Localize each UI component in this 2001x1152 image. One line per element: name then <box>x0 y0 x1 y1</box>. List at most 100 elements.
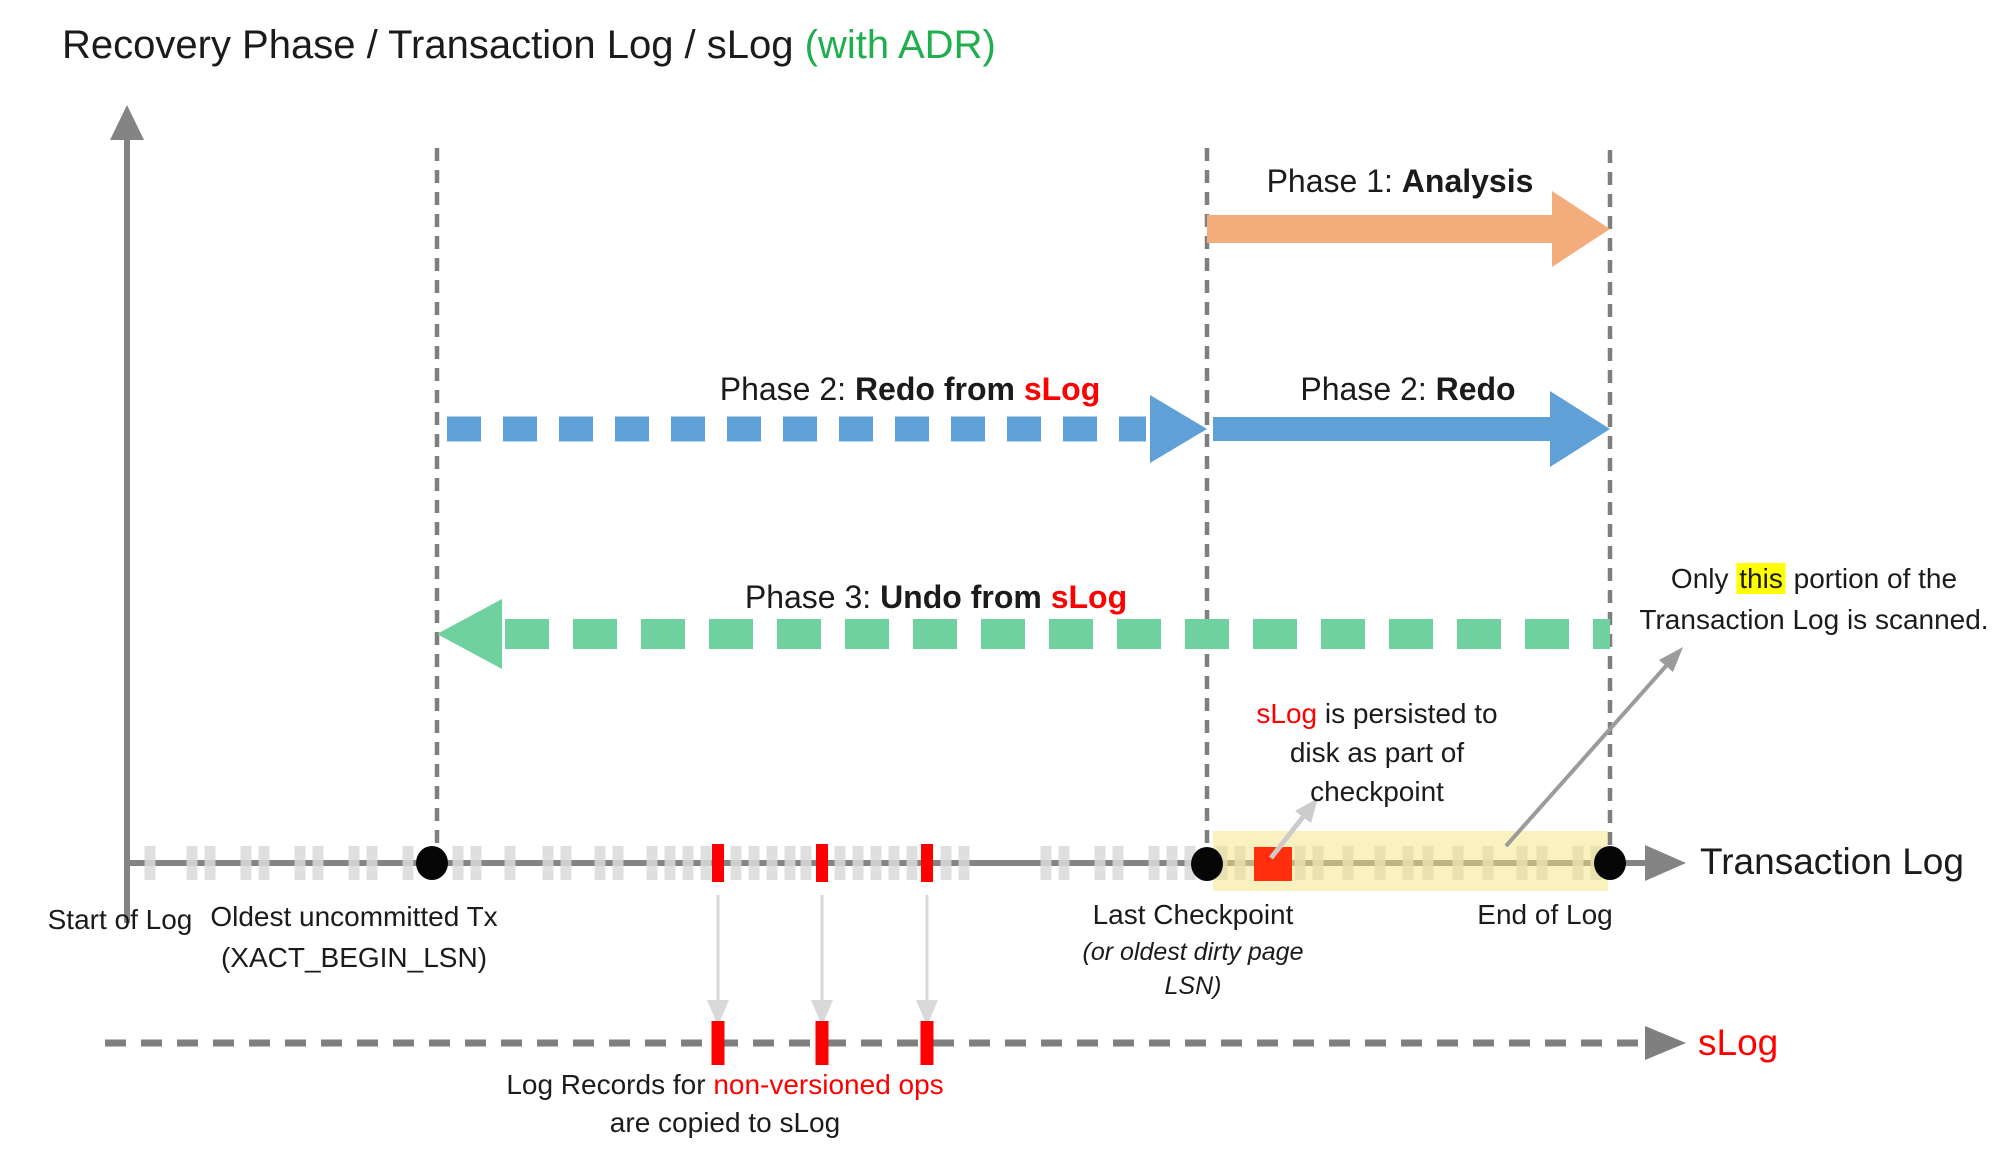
persist-annotation-arrow <box>1269 815 1305 860</box>
persist-note: sLog is persisted to disk as part of che… <box>1256 694 1497 811</box>
log-tick <box>560 846 572 880</box>
phase3-label: Phase 3: Undo from sLog <box>745 576 1127 618</box>
log-tick <box>452 846 464 880</box>
last-checkpoint-line1: Last Checkpoint <box>1092 899 1294 930</box>
phase1-name: Analysis <box>1401 163 1534 199</box>
log-tick <box>542 846 554 880</box>
y-axis-arrowhead-icon <box>110 105 144 140</box>
last-checkpoint-line2: (or oldest dirty page <box>1082 938 1304 966</box>
phase2-prefix: Phase 2: <box>1300 371 1436 407</box>
non-versioned-op-tick <box>921 844 933 882</box>
scan-annotation-arrowhead-icon <box>1659 647 1683 672</box>
log-tick <box>1112 846 1124 880</box>
scan-note: Only this portion of the Transaction Log… <box>1639 558 1989 640</box>
persist-note-line2: disk as part of <box>1289 737 1465 768</box>
log-tick <box>240 846 252 880</box>
scan-note-post: portion of the <box>1785 563 1958 594</box>
scan-note-pre: Only <box>1670 563 1737 594</box>
log-tick <box>852 846 864 880</box>
last-checkpoint-dot <box>1191 847 1223 881</box>
copy-note-red: non-versioned ops <box>713 1069 944 1100</box>
phase2-slog-prefix: Phase 2: <box>719 371 855 407</box>
copy-arrowhead-icon <box>916 1000 938 1026</box>
slog-label: sLog <box>1698 1022 1779 1063</box>
page-title: Recovery Phase / Transaction Log / sLog … <box>62 20 996 70</box>
log-tick <box>1184 846 1196 880</box>
phase3-red: sLog <box>1050 579 1128 615</box>
log-tick <box>294 846 306 880</box>
page-title-accent: (with ADR) <box>804 23 996 67</box>
log-tick <box>594 846 606 880</box>
log-tick <box>870 846 882 880</box>
scan-note-highlight: this <box>1736 563 1786 594</box>
start-of-log-label: Start of Log <box>47 904 193 935</box>
non-versioned-op-ticks <box>712 844 933 882</box>
phase2-slog-name: Redo from <box>854 371 1024 407</box>
log-tick <box>144 846 156 880</box>
copy-note-line2: are copied to sLog <box>609 1107 841 1138</box>
oldest-tx-dot <box>416 846 448 880</box>
phase2-redo-arrow <box>1213 391 1610 467</box>
log-tick <box>834 846 846 880</box>
log-tick <box>958 846 970 880</box>
log-tick <box>888 846 900 880</box>
non-versioned-op-tick <box>712 844 724 882</box>
copy-to-slog-arrows <box>707 895 938 1026</box>
log-tick <box>766 846 778 880</box>
phase3-undo-arrowhead-icon <box>437 599 502 669</box>
scan-note-line2: Transaction Log is scanned. <box>1639 604 1989 635</box>
copy-note-pre: Log Records for <box>506 1069 714 1100</box>
oldest-tx-label: Oldest uncommitted Tx (XACT_BEGIN_LSN) <box>210 896 497 978</box>
log-tick <box>312 846 324 880</box>
log-tick <box>682 846 694 880</box>
oldest-tx-line1: Oldest uncommitted Tx <box>210 901 498 932</box>
log-tick <box>504 846 516 880</box>
log-tick <box>748 846 760 880</box>
log-tick <box>800 846 812 880</box>
log-tick <box>1040 846 1052 880</box>
phase1-label: Phase 1: Analysis <box>1267 160 1534 202</box>
phase3-name: Undo from <box>880 579 1051 615</box>
slog-record-mark <box>711 1021 725 1065</box>
log-tick <box>940 846 952 880</box>
transaction-log-arrowhead-icon <box>1645 845 1686 881</box>
log-tick <box>1058 846 1070 880</box>
log-tick <box>664 846 676 880</box>
phase3-prefix: Phase 3: <box>744 579 881 615</box>
log-tick <box>366 846 378 880</box>
slog-record-mark <box>920 1021 934 1065</box>
log-tick <box>186 846 198 880</box>
copy-note-line1: Log Records for non-versioned ops <box>506 1066 943 1104</box>
log-tick <box>646 846 658 880</box>
slog-arrowhead-icon <box>1645 1026 1686 1060</box>
page-title-main: Recovery Phase / Transaction Log / sLog <box>62 23 805 67</box>
log-tick <box>1148 846 1160 880</box>
log-tick <box>1166 846 1178 880</box>
last-checkpoint-line3: LSN) <box>1164 972 1222 1000</box>
log-tick <box>612 846 624 880</box>
end-of-log-dot <box>1594 846 1626 880</box>
phase2-slog-red: sLog <box>1023 371 1101 407</box>
copy-arrowhead-icon <box>707 1000 729 1026</box>
phase2-name: Redo <box>1435 371 1516 407</box>
persist-annotation-arrowhead-icon <box>1295 798 1318 823</box>
last-checkpoint-label: Last Checkpoint (or oldest dirty page LS… <box>1083 894 1304 1003</box>
log-tick <box>470 846 482 880</box>
persist-note-rest: is persisted to <box>1317 698 1498 729</box>
scan-note-line1: Only this portion of the <box>1639 558 1988 599</box>
oldest-tx-line2: (XACT_BEGIN_LSN) <box>220 942 488 973</box>
log-tick <box>204 846 216 880</box>
phase2-label: Phase 2: Redo <box>1300 368 1515 410</box>
slog-record-mark <box>815 1021 829 1065</box>
copy-arrowhead-icon <box>811 1000 833 1026</box>
phase2-redo-from-slog-arrowhead-icon <box>1150 395 1207 463</box>
copy-note: Log Records for non-versioned ops are co… <box>506 1066 943 1142</box>
log-tick <box>258 846 270 880</box>
log-tick <box>1094 846 1106 880</box>
log-tick <box>784 846 796 880</box>
transaction-log-label: Transaction Log <box>1700 841 1964 882</box>
log-tick <box>402 846 414 880</box>
log-tick <box>348 846 360 880</box>
